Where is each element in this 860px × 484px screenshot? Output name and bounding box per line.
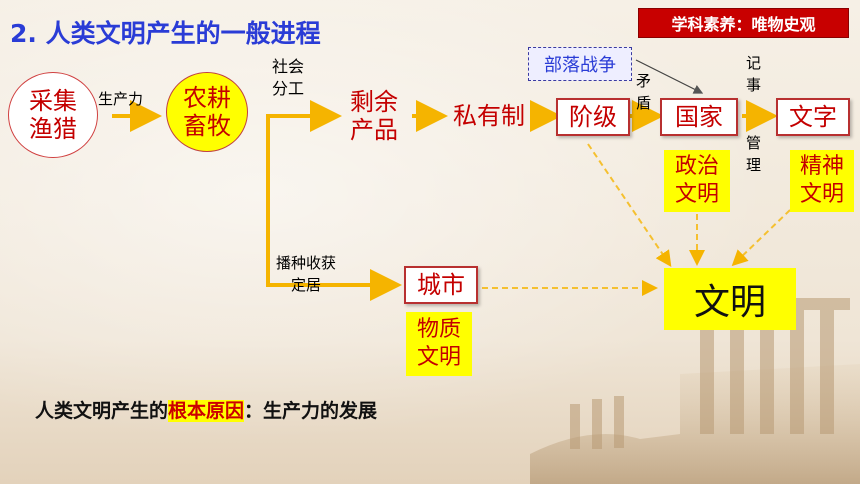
conclusion-prefix: 人类文明产生的 (35, 400, 169, 422)
label-jishi: 记 事 (746, 54, 762, 94)
label-shehui-fengong: 社会 分工 (272, 57, 305, 98)
node-guojia: 国家 (660, 98, 738, 136)
conclusion-text: 人类文明产生的根本原因：生产力的发展 (35, 396, 377, 423)
node-wenming: 文明 (664, 268, 796, 330)
node-caiji-yulie: 采集 渔猎 (8, 72, 98, 158)
node-wenzi: 文字 (776, 98, 850, 136)
node-nonggeng-xumu: 农耕 畜牧 (166, 72, 248, 152)
zhengzhi-wenming-box: 政治 文明 (664, 150, 730, 212)
node-siyouzhi: 私有制 (453, 102, 525, 130)
arrow-branch-chengshi (266, 116, 402, 301)
label-guanli: 管 理 (746, 134, 762, 174)
conclusion-highlight: 根本原因 (168, 400, 245, 422)
node-shengyu-chanpin: 剩余 产品 (350, 88, 398, 144)
label-maodun: 矛 盾 (636, 72, 652, 112)
label-shengchanli: 生产力 (98, 90, 144, 108)
dash-jieji-wenming (587, 143, 672, 267)
node-jieji: 阶级 (556, 98, 630, 136)
core-literacy-badge: 学科素养：唯物史观 (638, 8, 849, 38)
wuzhi-wenming-box: 物质 文明 (406, 312, 472, 376)
label-bozhong-dingju: 播种收获 定居 (276, 254, 337, 294)
node-chengshi: 城市 (404, 266, 478, 304)
jingshen-wenming-box: 精神 文明 (790, 150, 854, 212)
node-buluo-zhanzheng: 部落战争 (528, 47, 632, 81)
arrow-buluo-guojia (635, 59, 704, 94)
dash-jingshen-wenming (731, 209, 791, 267)
page-title: 2. 人类文明产生的一般进程 (10, 19, 321, 48)
conclusion-suffix: ：生产力的发展 (244, 400, 378, 422)
